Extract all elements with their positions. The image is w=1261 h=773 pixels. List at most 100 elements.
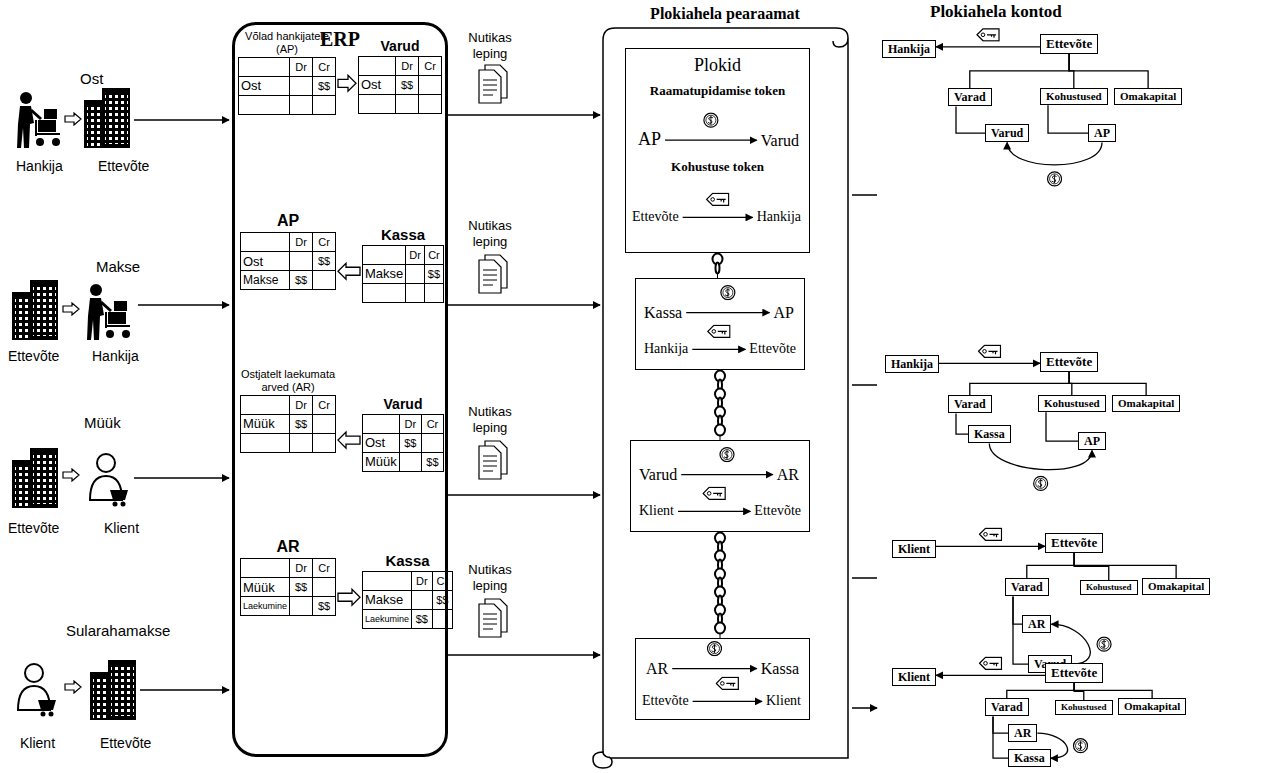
t-account-cell: $$ bbox=[424, 265, 443, 284]
token-text: AR bbox=[646, 659, 668, 678]
account-cell: $$ bbox=[315, 600, 333, 613]
token-text: Plokid bbox=[626, 55, 809, 77]
account-cell: Dr bbox=[292, 61, 310, 74]
account-box: AP bbox=[1088, 124, 1116, 142]
t-account-cell bbox=[363, 572, 412, 591]
token-arrow bbox=[681, 474, 773, 475]
supplier-icon bbox=[17, 92, 60, 148]
t-account-cell bbox=[239, 96, 290, 115]
token-text: Ettevõte bbox=[754, 503, 801, 520]
token-text-box: AR bbox=[777, 465, 799, 484]
label-box: Ettevõte bbox=[100, 735, 151, 752]
account-box: Omakapital bbox=[1112, 395, 1180, 412]
label-box: Nutikas leping bbox=[452, 562, 528, 593]
token-arrow bbox=[665, 140, 757, 141]
token-text: Kassa bbox=[761, 659, 799, 678]
account-cell: $$ bbox=[292, 274, 310, 287]
t-account-cell: $$ bbox=[399, 434, 421, 453]
t-account-cell bbox=[290, 96, 313, 115]
t-account-table: DrCrMakse$$Laekumine$$ bbox=[362, 571, 453, 629]
token-text-box: Hankija bbox=[644, 341, 688, 358]
account-cell: Ost bbox=[243, 254, 287, 270]
actor-label: Hankija bbox=[92, 348, 139, 365]
account-name: Ettevõte bbox=[1051, 535, 1097, 551]
t-account-cell: Cr bbox=[421, 415, 443, 434]
account-name: Omakapital bbox=[1124, 700, 1180, 713]
label-box: Hankija bbox=[92, 348, 139, 365]
label-box: Hankija bbox=[16, 158, 63, 175]
t-account-row: DrCr bbox=[241, 396, 336, 415]
t-account-cell: Laekumine bbox=[241, 597, 290, 616]
token-text-box: Klient bbox=[766, 693, 801, 710]
token-text-box: Hankija bbox=[757, 209, 801, 226]
token-text-box: Ettevõte bbox=[632, 209, 679, 226]
account-name: Varad bbox=[954, 90, 986, 104]
token-text: Kohustuse token bbox=[626, 159, 809, 175]
account-cell: Cr bbox=[421, 60, 439, 73]
t-account-row: Ost$$ bbox=[241, 252, 336, 271]
t-account-cell bbox=[241, 559, 290, 578]
t-account-table: DrCrMüük$$Laekumine$$ bbox=[240, 558, 336, 616]
t-account-cell bbox=[313, 96, 336, 115]
t-account-row: Ost$$ bbox=[359, 76, 442, 95]
connector bbox=[993, 716, 1008, 733]
client-icon bbox=[18, 664, 56, 717]
label-box: Ettevõte bbox=[8, 520, 59, 537]
t-account-row: DrCr bbox=[239, 58, 336, 77]
contract-icon bbox=[479, 441, 507, 479]
connector bbox=[1046, 412, 1078, 441]
label-box: Klient bbox=[104, 520, 139, 537]
t-account-cell bbox=[399, 453, 421, 472]
supplier-icon bbox=[87, 284, 130, 340]
account-box: Omakapital bbox=[1114, 88, 1182, 105]
connector bbox=[1069, 54, 1148, 88]
actor-label: Müük bbox=[84, 414, 121, 432]
account-box: Hankija bbox=[885, 355, 939, 373]
account-box: Ettevõte bbox=[1040, 352, 1098, 372]
account-box: Kohustused bbox=[1080, 580, 1138, 595]
t-account: VarudDrCrOst$$Müük$$ bbox=[362, 396, 444, 472]
actor-label: Nutikas leping bbox=[452, 218, 528, 249]
token-text-box: Kassa bbox=[761, 659, 799, 678]
key-tag-icon bbox=[708, 325, 730, 337]
account-name: Omakapital bbox=[1120, 90, 1176, 103]
t-account-cell: $$ bbox=[421, 453, 443, 472]
token-text: Klient bbox=[766, 693, 801, 710]
key-tag-icon bbox=[979, 345, 1001, 357]
coin-icon bbox=[721, 286, 735, 300]
connector bbox=[1048, 105, 1088, 133]
account-cell: Dr bbox=[292, 399, 310, 412]
t-account: ARDrCrMüük$$Laekumine$$ bbox=[240, 538, 336, 616]
actor-label: Hankija bbox=[16, 158, 63, 175]
token-text: Hankija bbox=[644, 341, 688, 358]
t-account: APDrCrOst$$Makse$$ bbox=[240, 212, 336, 290]
label-box: Ettevõte bbox=[98, 158, 149, 175]
t-account-row: DrCr bbox=[363, 572, 453, 591]
t-account-row: Makse$$ bbox=[241, 271, 336, 290]
t-account-row: Müük$$ bbox=[241, 415, 336, 434]
t-account-cell: Cr bbox=[313, 233, 336, 252]
t-account-row: Makse$$ bbox=[363, 591, 453, 610]
account-cell: $$ bbox=[424, 456, 441, 469]
account-cell: Dr bbox=[292, 236, 310, 249]
t-account-cell: Cr bbox=[419, 57, 442, 76]
actor-label: Ettevõte bbox=[100, 735, 151, 752]
ledger-block: PlokidRaamatupidamise tokenAPVarudKohust… bbox=[625, 48, 810, 253]
flow-arrow bbox=[63, 303, 79, 315]
t-account-cell: $$ bbox=[412, 610, 432, 629]
account-title: AR bbox=[240, 538, 336, 558]
connector bbox=[1013, 596, 1022, 624]
t-account-row bbox=[359, 95, 442, 114]
t-account-table: DrCrOst$$ bbox=[238, 57, 336, 115]
t-account-cell: Dr bbox=[406, 246, 425, 265]
account-box: Ettevõte bbox=[1045, 663, 1103, 683]
coin-icon bbox=[1097, 637, 1111, 651]
token-text-box: Varud bbox=[639, 465, 677, 484]
coin-icon bbox=[1034, 476, 1048, 490]
coin-icon bbox=[708, 642, 722, 656]
connector bbox=[1074, 683, 1084, 700]
t-account-row: Müük$$ bbox=[241, 578, 336, 597]
t-account-cell: Dr bbox=[399, 415, 421, 434]
t-account-table: DrCrOst$$Makse$$ bbox=[240, 232, 336, 290]
account-name: Kohustused bbox=[1086, 582, 1132, 593]
